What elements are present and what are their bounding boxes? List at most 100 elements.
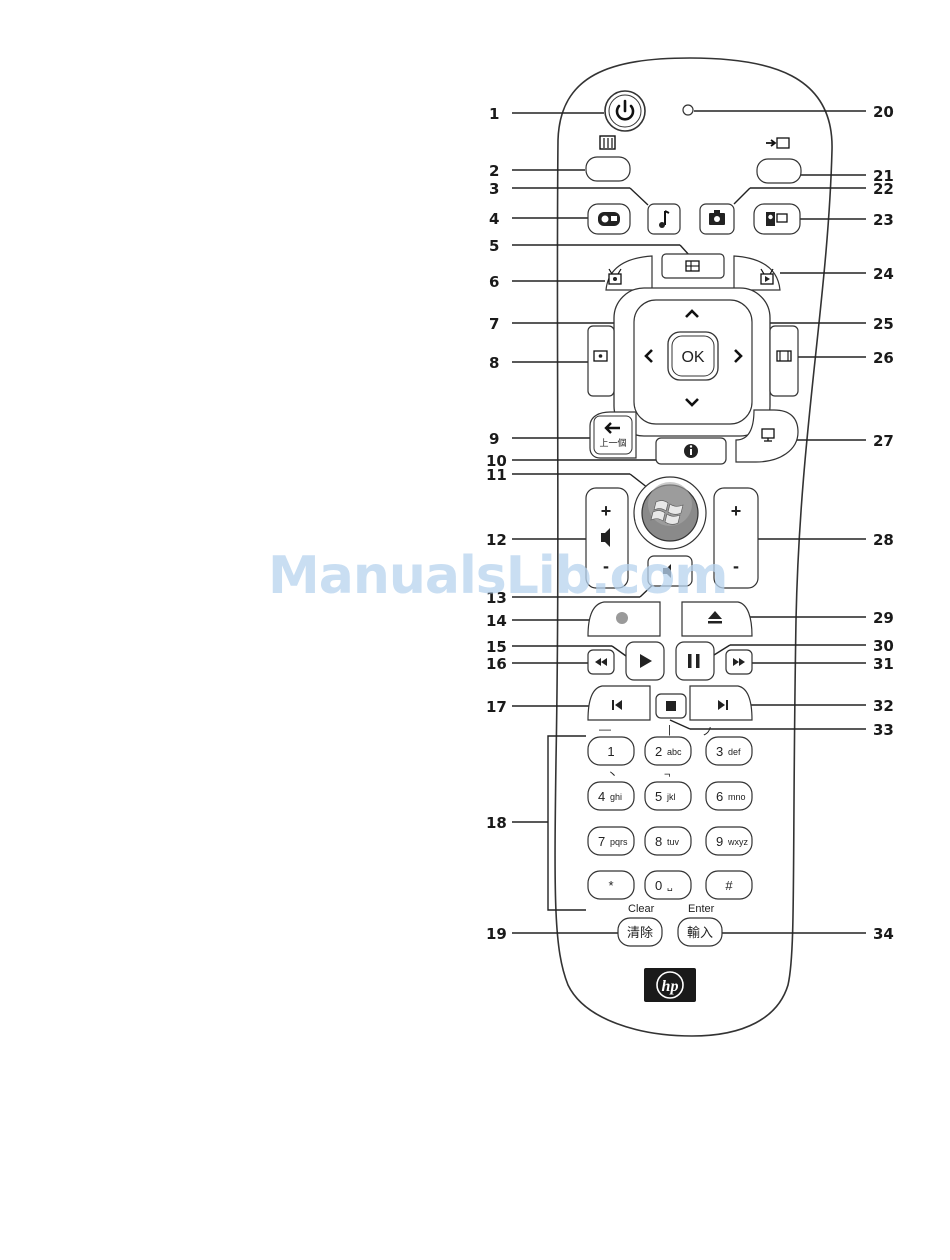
power-button[interactable] [605, 91, 645, 131]
teletext-icon [600, 136, 615, 149]
callout-23: 23 [873, 211, 894, 229]
callout-33: 33 [873, 721, 894, 739]
keypad-key-letters: mno [728, 792, 746, 802]
keypad-key-letters: abc [667, 747, 682, 757]
ok-button[interactable]: OK [668, 332, 718, 380]
keypad-key-6[interactable]: 6 mno [706, 782, 752, 810]
dvd-menu-button[interactable] [588, 326, 614, 396]
callout-9: 9 [489, 430, 499, 448]
keypad-key-star[interactable]: * [588, 871, 634, 899]
callout-14: 14 [486, 612, 507, 630]
clear-caption: Clear [628, 903, 655, 915]
callout-34: 34 [873, 925, 894, 943]
play-button[interactable] [626, 642, 664, 680]
callout-6: 6 [489, 273, 499, 291]
watermark: ManualsLib.com [268, 546, 708, 606]
guide-grid-icon [686, 261, 699, 271]
svg-text:輸入: 輸入 [687, 925, 713, 940]
keypad-key-hash[interactable]: # [706, 871, 752, 899]
stop-icon [666, 701, 676, 711]
guide-button[interactable] [662, 254, 724, 278]
clear-button[interactable]: 清除 [618, 918, 662, 946]
callout-17: 17 [486, 698, 507, 716]
callout-1: 1 [489, 105, 499, 123]
keypad-key-3[interactable]: 3 def [706, 737, 752, 765]
keypad-key-label: 7 [598, 834, 605, 849]
callout-26: 26 [873, 349, 894, 367]
keypad-key-letters: jkl [666, 792, 676, 802]
keypad-key-label: # [725, 878, 733, 893]
callout-5: 5 [489, 237, 499, 255]
keypad-key-label: 2 [655, 744, 662, 759]
skip-back-button[interactable] [588, 686, 650, 720]
keypad-key-label: 4 [598, 789, 605, 804]
callout-27: 27 [873, 432, 894, 450]
radio-button[interactable] [588, 204, 630, 234]
keypad-key-label: 0 [655, 878, 662, 893]
keypad-key-4[interactable]: 4 ghi [588, 782, 634, 810]
back-button[interactable]: 上一個 [590, 412, 636, 458]
skip-forward-button[interactable] [690, 686, 752, 720]
callout-11: 11 [486, 466, 507, 484]
fast-forward-button[interactable] [726, 650, 752, 674]
keypad-key-label: 1 [607, 744, 614, 759]
music-button[interactable] [648, 204, 680, 234]
callout-18: 18 [486, 814, 507, 832]
pictures-button[interactable] [700, 204, 734, 234]
keypad-key-label: 8 [655, 834, 662, 849]
info-button[interactable] [656, 438, 726, 464]
teletext-button[interactable] [586, 157, 630, 181]
rewind-button[interactable] [588, 650, 614, 674]
callout-7: 7 [489, 315, 499, 333]
keypad-mark-2: | [668, 724, 671, 736]
callout-31: 31 [873, 655, 894, 673]
keypad-key-label: * [608, 878, 613, 893]
keypad-key-1[interactable]: 1 [588, 737, 634, 765]
keypad-key-0[interactable]: 0␣ [645, 871, 691, 899]
volume-up-label[interactable]: + [601, 501, 612, 521]
keypad-key-letters: ghi [610, 792, 622, 802]
keypad-key-2[interactable]: 2 abc [645, 737, 691, 765]
channel-down-label[interactable]: - [733, 556, 739, 576]
callout-22: 22 [873, 180, 894, 198]
svg-text:hp: hp [662, 978, 679, 995]
stop-button[interactable] [656, 694, 686, 718]
callouts-left: 1 2 3 4 5 6 7 8 9 10 11 12 13 14 15 16 1… [486, 105, 507, 943]
keypad-key-label: 9 [716, 834, 723, 849]
record-button[interactable] [588, 602, 660, 636]
keypad-mark-3: ノ [702, 726, 713, 738]
callout-3: 3 [489, 180, 499, 198]
keypad-key-letters: pqrs [610, 837, 628, 847]
callout-4: 4 [489, 210, 499, 228]
keypad-key-7[interactable]: 7 pqrs [588, 827, 634, 855]
callout-16: 16 [486, 655, 507, 673]
callout-30: 30 [873, 637, 894, 655]
callout-28: 28 [873, 531, 894, 549]
keypad-key-9[interactable]: 9 wxyz [706, 827, 752, 855]
keypad-key-8[interactable]: 8 tuv [645, 827, 691, 855]
input-source-button[interactable] [757, 159, 801, 183]
aspect-ratio-button[interactable] [770, 326, 798, 396]
callout-15: 15 [486, 638, 507, 656]
keypad-key-letters: tuv [667, 837, 680, 847]
svg-text:OK: OK [681, 349, 704, 366]
keypad-key-letters: wxyz [727, 837, 748, 847]
windows-start-button[interactable] [634, 477, 706, 549]
enter-button[interactable]: 輸入 [678, 918, 722, 946]
svg-text:上一個: 上一個 [599, 437, 626, 448]
callout-20: 20 [873, 103, 894, 121]
keypad-key-label: 3 [716, 744, 723, 759]
channel-up-label[interactable]: + [731, 501, 742, 521]
keypad-key-label: 6 [716, 789, 723, 804]
pause-button[interactable] [676, 642, 714, 680]
callout-19: 19 [486, 925, 507, 943]
callout-8: 8 [489, 354, 499, 372]
svg-text:清除: 清除 [627, 925, 653, 940]
eject-button[interactable] [682, 602, 752, 636]
callout-2: 2 [489, 162, 499, 180]
aspect-ratio-icon [777, 351, 791, 361]
keypad-mark-4: 丶 [607, 769, 618, 781]
video-button[interactable] [754, 204, 800, 234]
keypad-key-letters: def [728, 747, 741, 757]
